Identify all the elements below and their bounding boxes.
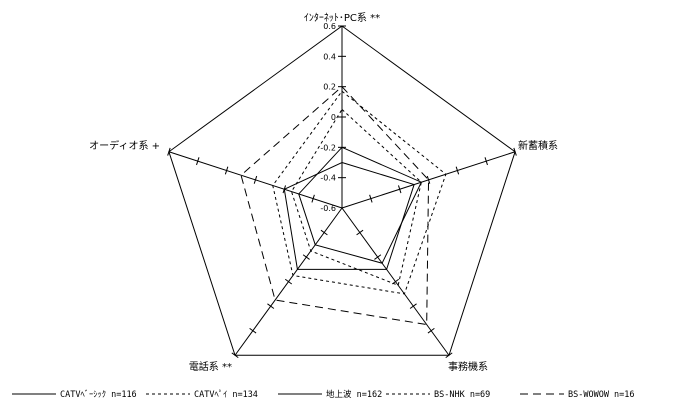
axis-tick-mark — [427, 327, 435, 334]
outer-pentagon — [168, 25, 516, 356]
axis-tick-mark — [196, 157, 200, 166]
axis-tick-mark — [231, 352, 239, 358]
series-line-2 — [272, 90, 447, 295]
legend-label-2: CATVﾍﾟｲ n=134 — [194, 390, 258, 400]
legend-label-4: BS-NHK n=69 — [434, 390, 490, 400]
axis-tick-mark — [320, 229, 328, 236]
tick-label: 0.4 — [323, 52, 336, 61]
tick-label: -0.6 — [320, 204, 336, 213]
axis-tick-mark — [249, 327, 257, 334]
chart-frame — [168, 25, 516, 356]
axis-tick-mark — [445, 352, 453, 358]
legend-label-1: CATVﾍﾞｰｼｯｸ n=116 — [60, 390, 137, 400]
axis-label: オーディオ系 + — [89, 139, 160, 152]
axis-tick-mark — [302, 254, 310, 260]
legend-label-3: 地上波 n=162 — [326, 389, 382, 400]
series-line-5 — [240, 85, 430, 326]
legend: CATVﾍﾞｰｼｯｸ n=116 CATVﾍﾟｲ n=134 地上波 n=162 BS… — [12, 389, 635, 400]
legend-label-5: BS-WOWOW n=16 — [568, 390, 635, 400]
tick-label: 0.2 — [323, 83, 336, 92]
axis-tick-mark — [374, 254, 382, 260]
axis-tick-mark — [397, 185, 402, 194]
tick-label: 0 — [331, 113, 336, 122]
tick-label: -0.4 — [320, 174, 336, 183]
axis-tick-mark — [426, 175, 431, 184]
series-line-4 — [290, 108, 422, 286]
axis-tick-mark — [356, 229, 364, 236]
axis-ticks: 0.6 0.4 0.2 0 -0.2 -0.4 -0.6 — [167, 22, 517, 358]
axis-tick-mark — [369, 194, 373, 203]
axis-tick-mark — [253, 175, 258, 184]
axis-tick-mark — [484, 157, 488, 166]
axis-tick-mark — [267, 303, 275, 309]
tick-label: -0.2 — [320, 143, 336, 152]
series-line-1 — [298, 146, 423, 264]
axis-tick-mark — [224, 166, 229, 175]
axis-tick-mark — [455, 166, 460, 175]
axis-label: 新蓄積系 — [518, 139, 558, 152]
axis-tick-mark — [284, 278, 293, 285]
axis-tick-mark — [167, 147, 171, 156]
series-lines — [240, 85, 447, 326]
axis-tick-mark — [311, 194, 315, 203]
axis-tick-mark — [513, 147, 517, 156]
axis-label: 電話系 ** — [189, 360, 232, 373]
series-line-3 — [283, 161, 415, 270]
tick-label: 0.6 — [323, 22, 336, 31]
axis-label: ｲﾝﾀｰﾈｯﾄ･PC系 ** — [304, 12, 380, 24]
axis-label: 事務機系 — [448, 360, 488, 373]
axis-tick-mark — [409, 303, 417, 309]
